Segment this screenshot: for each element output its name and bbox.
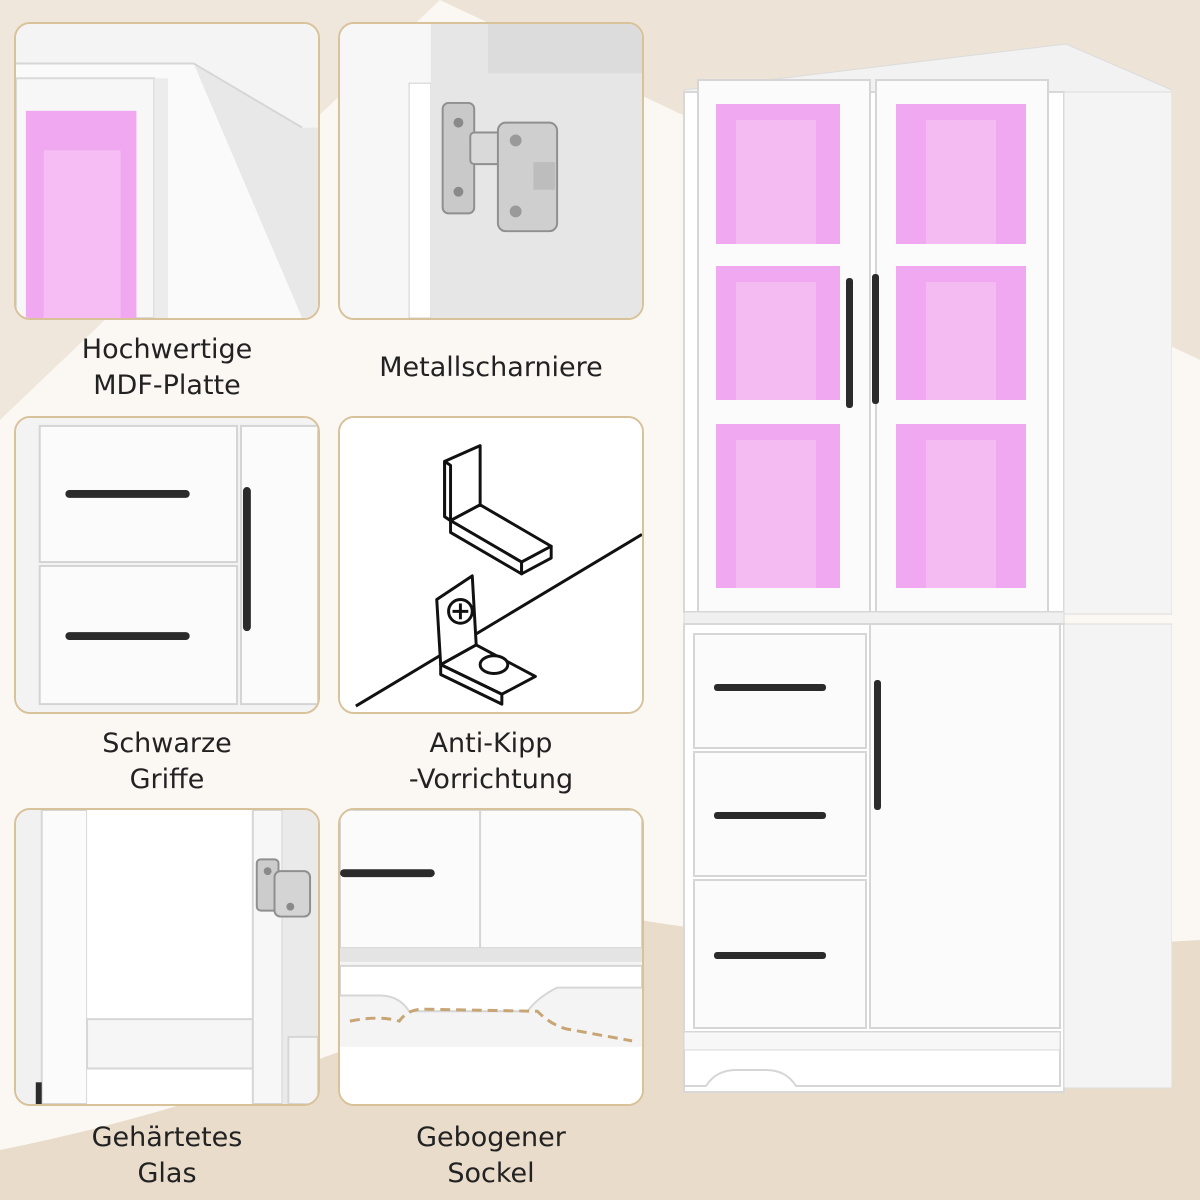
black-handles-closeup-image: [16, 418, 318, 712]
left-glass-door: [697, 79, 871, 613]
lower-door: [869, 623, 1061, 1029]
feature-panel-base: [338, 808, 644, 1106]
feature-caption-glass: Gehärtetes Glas: [12, 1120, 322, 1192]
feature-caption-anti-tip: Anti-Kipp -Vorrichtung: [336, 726, 646, 798]
feature-panel-glass: [14, 808, 320, 1106]
feature-caption-hinges: Metallscharniere: [336, 350, 646, 386]
right-glass-door: [875, 79, 1049, 613]
caption-line: Anti-Kipp: [429, 728, 553, 759]
caption-line: Griffe: [129, 764, 205, 795]
lower-door-handle: [874, 680, 881, 810]
curved-base-closeup-image: [340, 810, 642, 1104]
feature-caption-handles: Schwarze Griffe: [12, 726, 322, 798]
caption-line: Glas: [137, 1158, 197, 1189]
feature-panel-hinges: [338, 22, 644, 320]
caption-line: Metallscharniere: [379, 352, 603, 383]
caption-line: Sockel: [447, 1158, 535, 1189]
upper-right-handle: [872, 274, 879, 404]
feature-panel-anti-tip: [338, 416, 644, 714]
feature-panel-mdf: [14, 22, 320, 320]
drawer-1-handle: [714, 684, 826, 691]
caption-line: MDF-Platte: [93, 370, 241, 401]
caption-line: Hochwertige: [81, 334, 253, 365]
drawer-2-handle: [714, 812, 826, 819]
caption-line: -Vorrichtung: [408, 764, 574, 795]
drawer-3-handle: [714, 952, 826, 959]
feature-caption-base: Gebogener Sockel: [336, 1120, 646, 1192]
mdf-board-closeup-image: [16, 24, 318, 318]
feature-panel-handles: [14, 416, 320, 714]
metal-hinge-closeup-image: [340, 24, 642, 318]
caption-line: Gebogener: [416, 1122, 566, 1153]
anti-tip-bracket-drawing-image: [340, 418, 642, 712]
cabinet-product-image: [683, 43, 1172, 1093]
feature-caption-mdf: Hochwertige MDF-Platte: [12, 332, 322, 404]
upper-left-handle: [846, 278, 853, 408]
tempered-glass-closeup-image: [16, 810, 318, 1104]
caption-line: Schwarze: [102, 728, 232, 759]
caption-line: Gehärtetes: [91, 1122, 243, 1153]
